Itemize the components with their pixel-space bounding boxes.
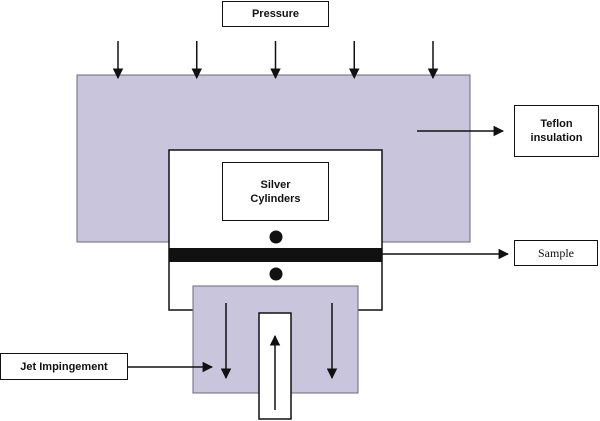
- sample-label-text: Sample: [538, 246, 574, 260]
- jet-impingement-label-text: Jet Impingement: [20, 360, 108, 373]
- jet-impingement-label: Jet Impingement: [0, 353, 128, 380]
- upper-contact-dot: [269, 230, 283, 244]
- sample-bar: [169, 248, 382, 262]
- lower-contact-dot: [269, 267, 283, 281]
- pressure-label: Pressure: [222, 1, 329, 27]
- teflon-insulation-label: Teflon insulation: [514, 105, 599, 157]
- teflon-insulation-label-text: Teflon insulation: [530, 118, 583, 144]
- silver-cylinders-label: Silver Cylinders: [222, 162, 329, 221]
- silver-cylinders-label-text: Silver Cylinders: [250, 178, 301, 205]
- sample-label: Sample: [514, 240, 598, 266]
- pressure-arrows: [112, 41, 439, 80]
- pressure-label-text: Pressure: [251, 8, 300, 20]
